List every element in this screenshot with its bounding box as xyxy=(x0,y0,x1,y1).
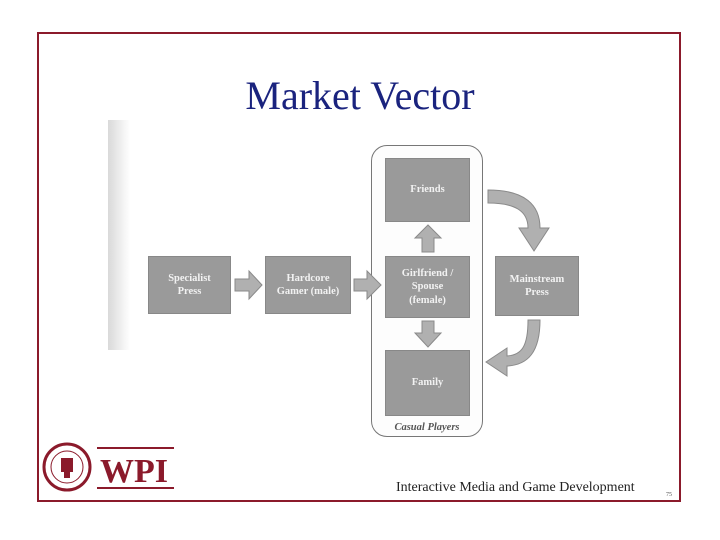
node-mainstream-press: Mainstream Press xyxy=(495,256,579,316)
page-number: 75 xyxy=(666,492,672,498)
arrow-mainstream-to-family xyxy=(485,319,541,377)
arrow-specialist-to-hardcore xyxy=(234,269,263,301)
slide-title: Market Vector xyxy=(245,73,475,118)
group-caption: Casual Players xyxy=(394,422,460,433)
logo-text: WPI xyxy=(100,453,168,490)
node-friends: Friends xyxy=(385,158,470,222)
node-girlfriend-spouse: Girlfriend / Spouse (female) xyxy=(385,256,470,318)
arrow-hardcore-to-girlfriend xyxy=(353,269,382,301)
arrow-friends-to-mainstream xyxy=(487,189,550,252)
node-specialist-press: Specialist Press xyxy=(148,256,231,314)
node-family: Family xyxy=(385,350,470,416)
scan-edge-shadow xyxy=(108,120,130,350)
footer-text: Interactive Media and Game Development xyxy=(396,480,635,495)
arrow-girlfriend-to-friends xyxy=(413,224,443,253)
node-hardcore-gamer: Hardcore Gamer (male) xyxy=(265,256,351,314)
slide-frame xyxy=(37,32,681,502)
wpi-logo: WPI xyxy=(42,442,174,492)
arrow-girlfriend-to-family xyxy=(413,320,443,348)
